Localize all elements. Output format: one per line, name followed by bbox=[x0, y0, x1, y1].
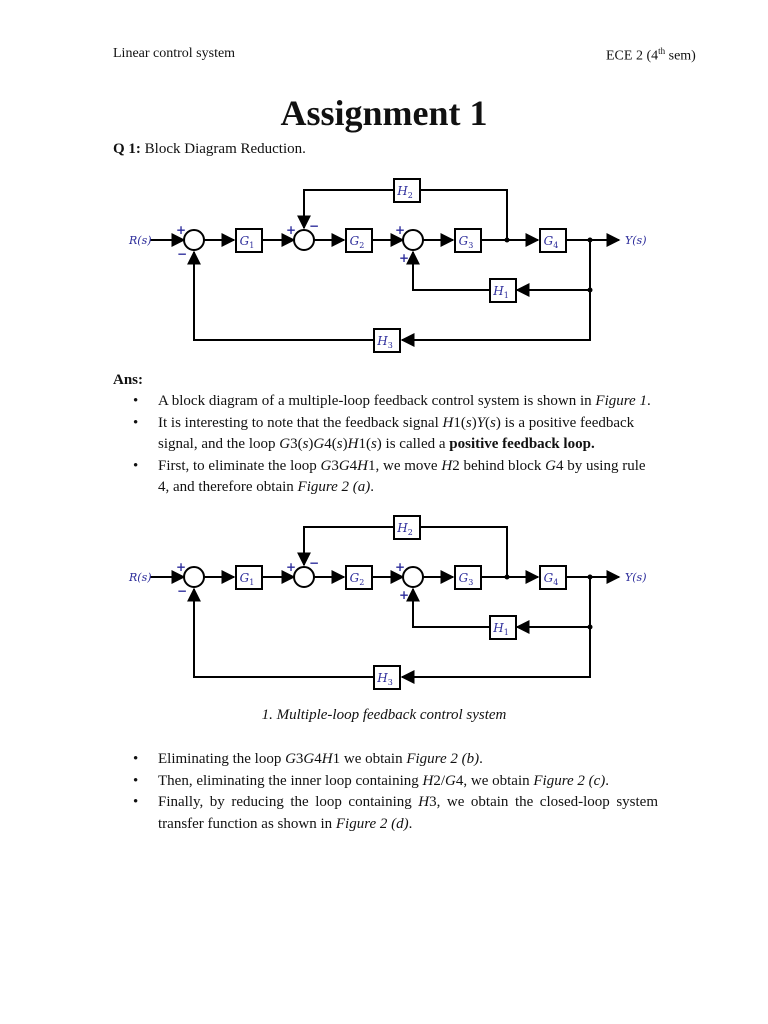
block-h3: H3 bbox=[376, 334, 393, 350]
block-h3: H3 bbox=[376, 671, 393, 687]
block-diagram-1: R(s) Y(s) G1 G2 G3 G4 H1 H2 H3 + − + − +… bbox=[120, 175, 650, 365]
sum1-plus: + bbox=[176, 560, 186, 574]
answer-bullets-a: A block diagram of a multiple-loop feedb… bbox=[113, 391, 658, 499]
block-g2: G2 bbox=[350, 571, 365, 587]
block-g4: G4 bbox=[544, 571, 559, 587]
sum3-plus: + bbox=[395, 223, 405, 237]
block-diagram-2: R(s) Y(s) G1 G2 G3 G4 H1 H2 H3 + − + − +… bbox=[120, 512, 650, 702]
block-h2: H2 bbox=[396, 521, 413, 537]
header-semester: ECE 2 (4th sem) bbox=[606, 46, 696, 65]
block-g1: G1 bbox=[240, 571, 255, 587]
sum1-plus: + bbox=[176, 223, 186, 237]
sum2-minus: − bbox=[309, 556, 319, 570]
block-h2: H2 bbox=[396, 184, 413, 200]
question-1: Q 1: Block Diagram Reduction. bbox=[113, 141, 306, 158]
output-label: Y(s) bbox=[625, 571, 647, 584]
block-g4: G4 bbox=[544, 234, 559, 250]
sum2-plus: + bbox=[286, 560, 296, 574]
answer-bullets-b: Eliminating the loop G3G4H1 we obtain Fi… bbox=[113, 749, 658, 835]
sum2-plus: + bbox=[286, 223, 296, 237]
block-h1: H1 bbox=[492, 284, 509, 300]
sum3-plus-bottom: + bbox=[399, 251, 409, 265]
sum3-plus-bottom: + bbox=[399, 588, 409, 602]
block-g3: G3 bbox=[459, 571, 474, 587]
figure-caption: 1. Multiple-loop feedback control system bbox=[261, 707, 507, 723]
list-item: Then, eliminating the inner loop contain… bbox=[113, 771, 658, 793]
block-h1: H1 bbox=[492, 621, 509, 637]
header-course-title: Linear control system bbox=[113, 46, 236, 61]
input-label: R(s) bbox=[128, 234, 152, 247]
sum1-minus: − bbox=[177, 247, 187, 261]
list-item: It is interesting to note that the feedb… bbox=[113, 413, 658, 456]
list-item: Eliminating the loop G3G4H1 we obtain Fi… bbox=[113, 749, 658, 771]
list-item: A block diagram of a multiple-loop feedb… bbox=[113, 391, 658, 413]
header-semester-sup: th bbox=[658, 46, 666, 56]
question-text: Block Diagram Reduction. bbox=[140, 141, 306, 157]
sum1-minus: − bbox=[177, 584, 187, 598]
page-title: Assignment 1 bbox=[280, 93, 488, 133]
question-label: Q 1: bbox=[113, 141, 141, 157]
header-semester-main: ECE 2 (4 bbox=[606, 48, 659, 64]
sum2-minus: − bbox=[309, 219, 319, 233]
list-item: First, to eliminate the loop G3G4H1, we … bbox=[113, 456, 658, 499]
block-g1: G1 bbox=[240, 234, 255, 250]
output-label: Y(s) bbox=[625, 234, 647, 247]
input-label: R(s) bbox=[128, 571, 152, 584]
header-semester-tail: sem) bbox=[665, 48, 696, 64]
block-g3: G3 bbox=[459, 234, 474, 250]
sum3-plus: + bbox=[395, 560, 405, 574]
block-g2: G2 bbox=[350, 234, 365, 250]
answer-label: Ans: bbox=[113, 372, 144, 388]
list-item: Finally, by reducing the loop containing… bbox=[113, 792, 658, 835]
